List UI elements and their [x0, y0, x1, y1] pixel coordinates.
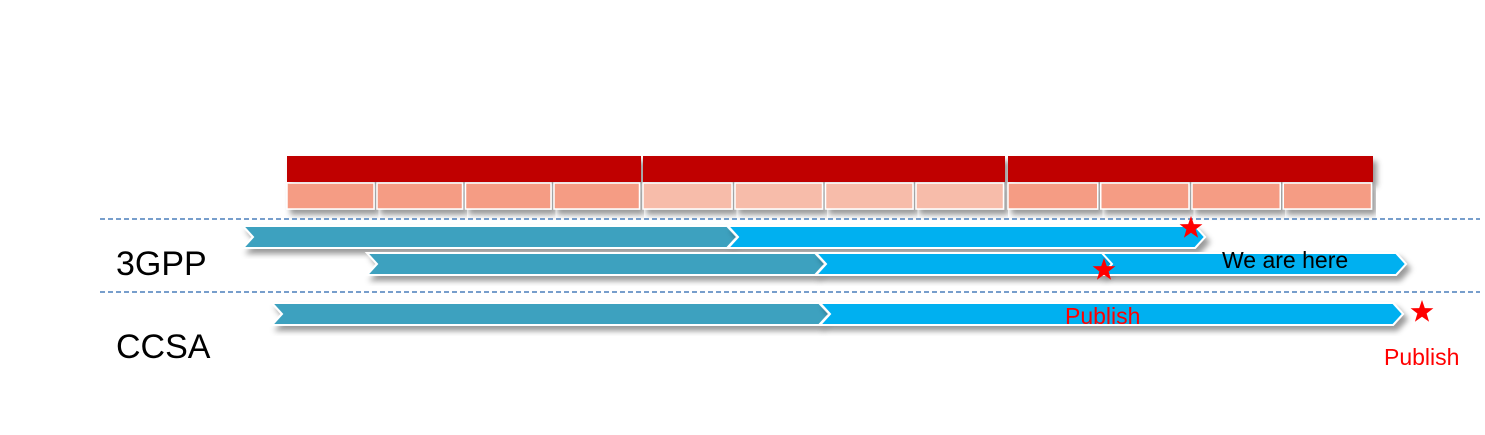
phase-chevron	[269, 302, 831, 326]
row-label-ccsa: CCSA	[116, 328, 211, 366]
quarter-cell	[915, 182, 1005, 210]
quarter-cell	[376, 182, 464, 210]
year-bar	[1008, 156, 1373, 182]
quarter-cell	[553, 182, 641, 210]
quarter-cell	[824, 182, 914, 210]
phase-chevron	[1099, 252, 1408, 276]
phase-chevron	[813, 252, 1114, 276]
publish-label-end: Publish	[1384, 344, 1460, 370]
year-bar	[287, 156, 641, 182]
year-bar	[643, 156, 1005, 182]
quarter-cell	[642, 182, 733, 210]
phase-chevrons	[240, 225, 1408, 326]
year-bars	[287, 156, 1373, 182]
quarter-cells	[286, 182, 1373, 210]
row-label-3gpp: 3GPP	[116, 245, 207, 283]
quarter-cell	[1282, 182, 1373, 210]
star-icon	[1092, 258, 1116, 280]
phase-chevron	[240, 225, 739, 249]
milestone-stars	[1092, 216, 1434, 322]
star-icon	[1179, 216, 1203, 238]
quarter-cell	[1007, 182, 1099, 210]
quarter-cell	[286, 182, 375, 210]
phase-chevron	[817, 302, 1405, 326]
quarter-cell	[464, 182, 552, 210]
quarter-cell	[1100, 182, 1190, 210]
we-are-here-label: We are here	[1222, 247, 1349, 273]
phase-chevron	[725, 225, 1207, 249]
publish-label-bar: Publish	[1065, 303, 1141, 329]
phase-chevron	[364, 252, 827, 276]
quarter-cell	[1191, 182, 1281, 210]
star-icon	[1410, 300, 1434, 322]
quarter-cell	[734, 182, 824, 210]
